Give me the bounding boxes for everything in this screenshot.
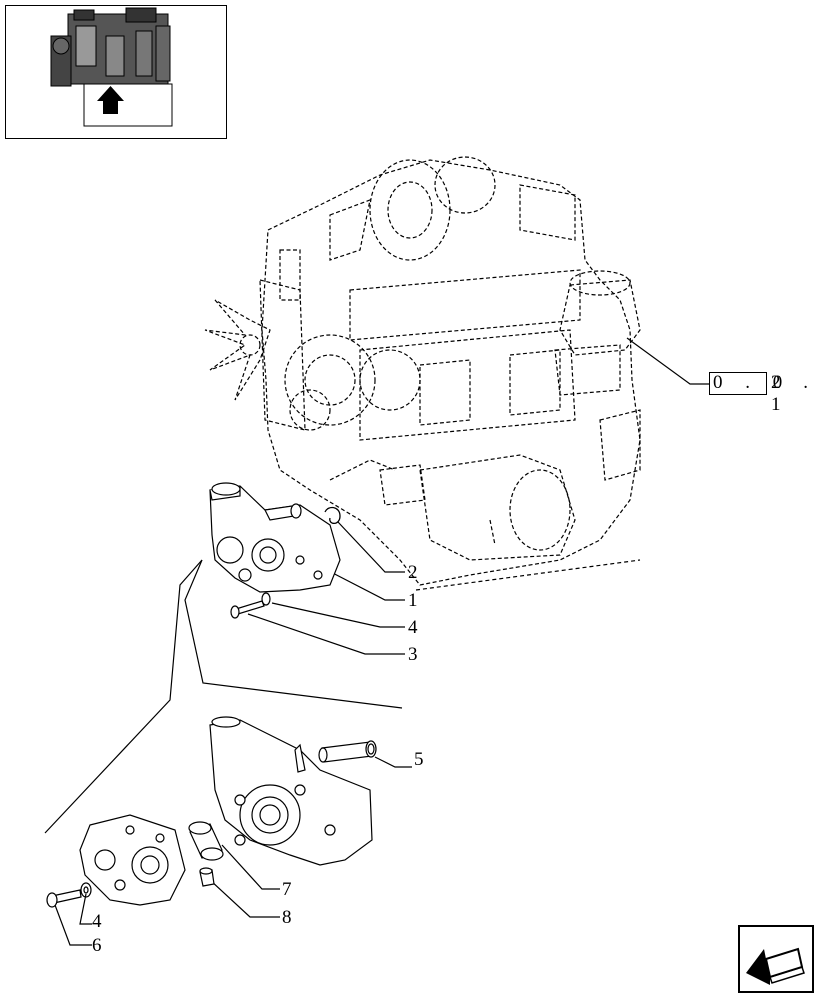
cross-reference-boxed-text[interactable]: 0 . 0 [713,372,792,393]
bolt-6 [46,889,82,908]
pump-housing-exploded [209,716,373,866]
water-pump-assembly [209,482,341,593]
callout-8: 8 [282,907,292,928]
cross-reference-text: 2 . 1 [771,372,817,415]
leader-lines [44,337,709,946]
next-page-button[interactable] [738,925,814,993]
callout-1: 1 [408,590,418,611]
callout-4-lower: 4 [92,911,102,932]
callout-5: 5 [414,749,424,770]
callout-6: 6 [92,935,102,956]
cross-reference-box[interactable] [709,372,767,395]
pipe-5 [318,740,377,763]
bolt-3 [230,600,265,619]
callout-3: 3 [408,644,418,665]
bushing-7 [188,821,224,861]
engine-thumbnail-icon [50,7,173,127]
washer-4 [261,592,271,606]
engine-block-outline [204,156,641,586]
callout-2: 2 [408,562,418,583]
engine-thumbnail [5,5,227,139]
washer-4-lower [80,882,92,898]
pin-8 [199,867,215,887]
o-ring-2 [324,506,341,525]
pump-body-exploded [79,814,186,906]
callout-7: 7 [282,879,292,900]
next-page-arrow-icon [746,947,805,985]
callout-4: 4 [408,617,418,638]
